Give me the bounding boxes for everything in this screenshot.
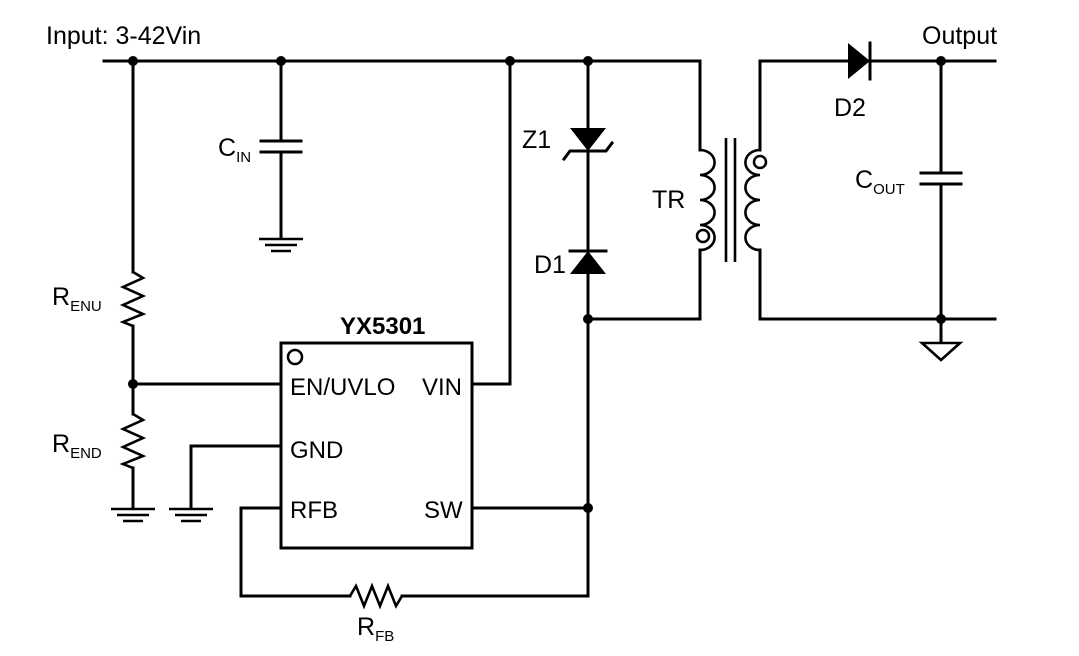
ground-icon xyxy=(259,237,303,253)
polarity-dot-primary xyxy=(695,228,711,244)
junction-dot xyxy=(128,56,138,66)
pin-sw: SW xyxy=(424,497,463,524)
junction-dot xyxy=(936,314,946,324)
junctions xyxy=(128,56,946,513)
capacitor-cout xyxy=(919,59,963,345)
pin-gnd: GND xyxy=(290,437,343,464)
capacitor-cin xyxy=(259,59,303,253)
junction-dot xyxy=(583,56,593,66)
resistor-rfb xyxy=(348,582,404,610)
pin-rfb: RFB xyxy=(290,497,338,524)
junction-dot xyxy=(583,503,593,513)
z1-label: Z1 xyxy=(522,126,551,154)
rend-label: REND xyxy=(52,430,102,462)
chip-name: YX5301 xyxy=(340,313,425,340)
input-label: Input: 3-42Vin xyxy=(46,22,201,50)
rfb-label: RFB xyxy=(357,613,394,645)
clamp-branch xyxy=(561,59,702,510)
pin-en-uvlo: EN/UVLO xyxy=(290,374,395,401)
vin-wire xyxy=(470,59,512,386)
output-label: Output xyxy=(922,22,997,50)
pin1-marker-icon xyxy=(286,348,304,366)
junction-dot xyxy=(128,379,138,389)
input-rail xyxy=(102,59,702,152)
rfb-loop xyxy=(239,506,590,610)
ground-icon xyxy=(169,507,213,523)
transformer-tr xyxy=(695,138,768,262)
diode-d2 xyxy=(848,41,872,81)
junction-dot xyxy=(936,56,946,66)
pin-vin: VIN xyxy=(422,374,462,401)
junction-dot xyxy=(505,56,515,66)
cout-label: COUT xyxy=(855,166,905,198)
polarity-dot-secondary xyxy=(752,154,768,170)
tr-label: TR xyxy=(652,186,685,214)
chip-ground xyxy=(169,444,283,523)
ic-yx5301 xyxy=(279,341,474,550)
renu-label: RENU xyxy=(52,283,102,315)
enable-divider xyxy=(111,59,155,523)
cin-label: CIN xyxy=(218,134,251,166)
ground-triangle-icon xyxy=(918,341,964,362)
junction-dot xyxy=(583,314,593,324)
junction-dot xyxy=(276,56,286,66)
resistor-renu xyxy=(119,270,147,328)
ground-icon xyxy=(111,507,155,523)
secondary-side xyxy=(758,41,997,362)
d2-label: D2 xyxy=(834,94,866,122)
d1-label: D1 xyxy=(534,251,566,279)
resistor-rend xyxy=(119,412,147,470)
diode-d1 xyxy=(568,249,608,274)
